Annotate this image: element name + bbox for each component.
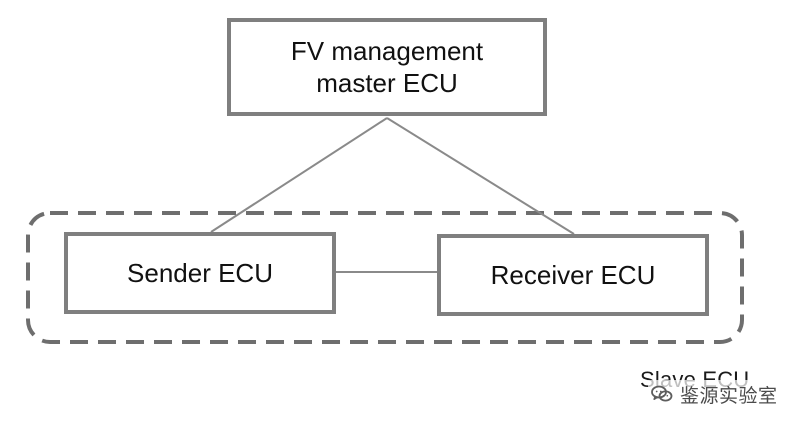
sender-ecu-label: Sender ECU: [127, 258, 273, 288]
slave-ecu-group: [26, 211, 744, 344]
watermark-text: 鉴源实验室: [680, 384, 778, 407]
receiver-ecu-node: Receiver ECU: [437, 234, 709, 316]
master-ecu-node: FV management master ECU: [227, 18, 547, 116]
sender-ecu-node: Sender ECU: [64, 232, 336, 314]
edge-master-sender: [210, 117, 388, 233]
wechat-icon: [651, 385, 673, 402]
watermark: 鉴源实验室: [648, 380, 780, 408]
edge-master-receiver: [386, 117, 575, 235]
master-ecu-label: FV management master ECU: [290, 36, 484, 98]
receiver-ecu-label: Receiver ECU: [490, 260, 656, 290]
